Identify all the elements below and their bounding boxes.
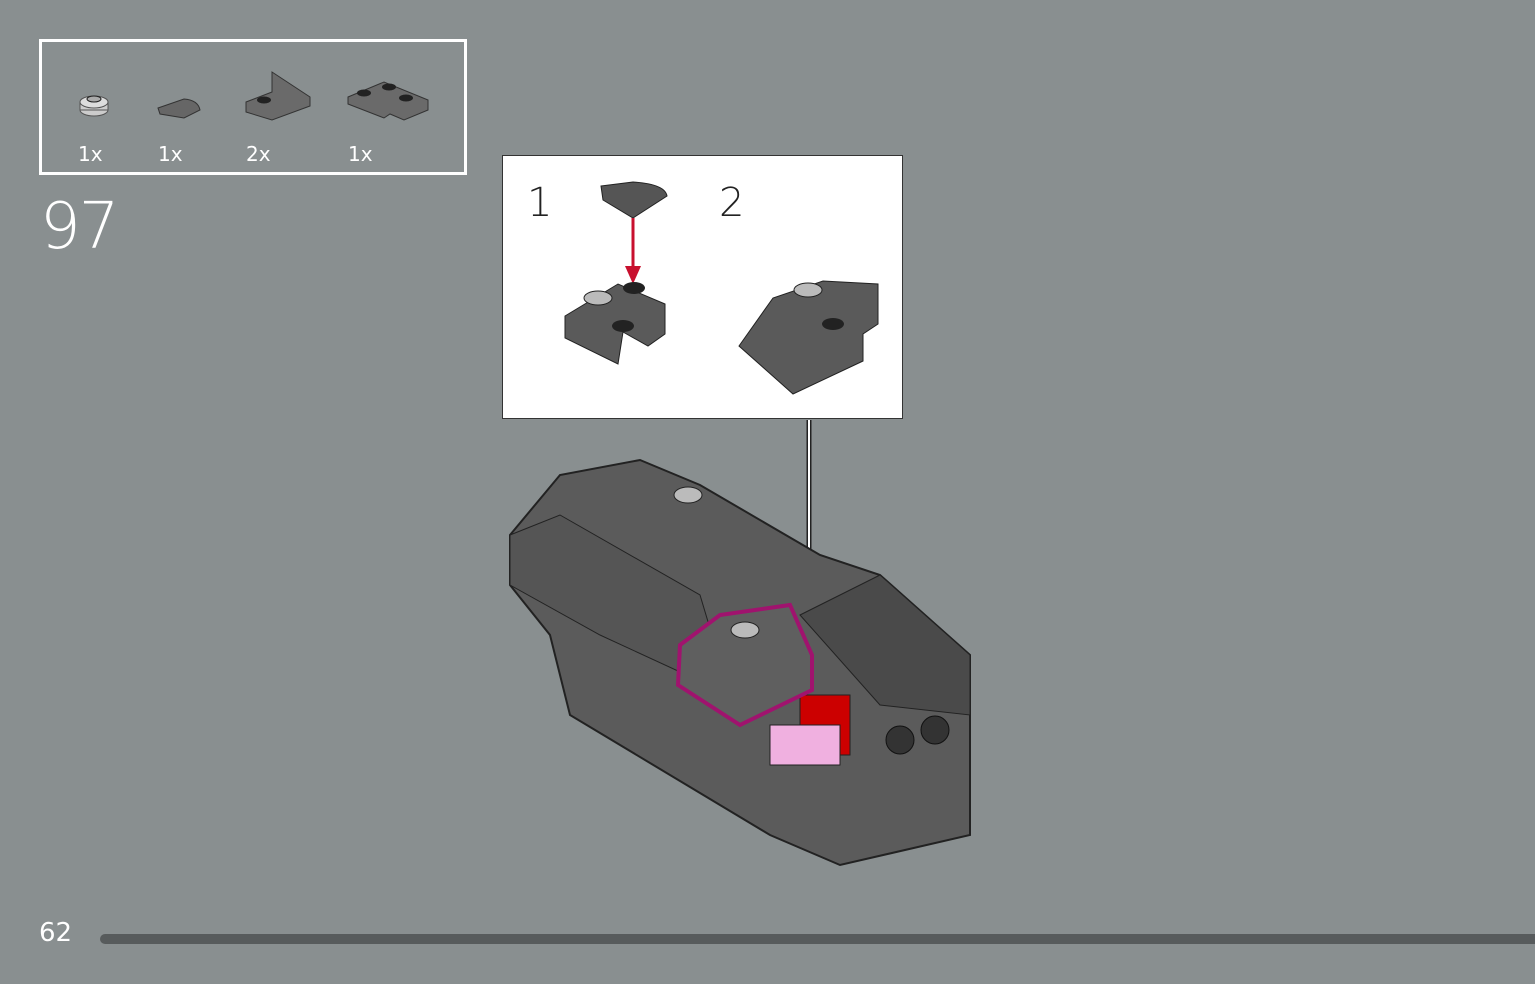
substep-1-label: 1 — [527, 180, 553, 226]
highlight-outline — [675, 602, 814, 728]
part-wedge-bracket: 2x — [242, 62, 332, 166]
substep-2-label: 2 — [719, 180, 745, 226]
substep-illustration — [564, 181, 879, 395]
model-illustration — [509, 420, 971, 867]
part-qty: 2x — [246, 142, 271, 166]
part-quarter-tile: 1x — [154, 62, 244, 166]
part-corner-plate: 1x — [344, 62, 444, 166]
part-round-plate: 1x — [72, 62, 162, 166]
page-number: 62 — [39, 918, 73, 948]
step-number: 97 — [40, 190, 119, 264]
substep-callout: 1 2 — [502, 155, 903, 419]
page-progress-bar — [100, 934, 1535, 944]
part-qty: 1x — [158, 142, 183, 166]
part-qty: 1x — [78, 142, 103, 166]
wedge-bracket-icon — [245, 71, 311, 121]
parts-list-box: 1x 1x 2x 1x — [39, 39, 467, 175]
corner-plate-icon — [347, 81, 429, 121]
part-qty: 1x — [348, 142, 373, 166]
round-plate-icon — [79, 95, 109, 117]
quarter-tile-icon — [157, 98, 201, 119]
